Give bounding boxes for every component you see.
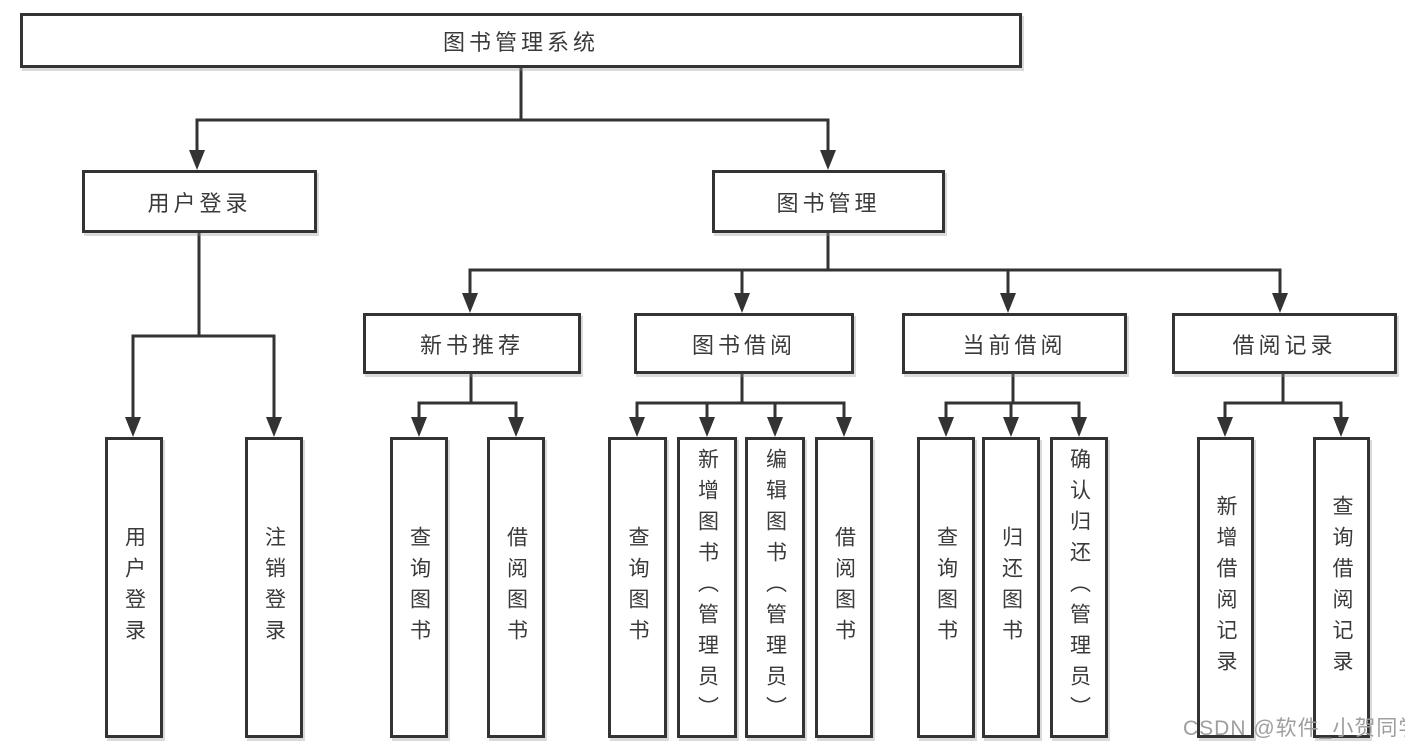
node-book-management: 图书管理 bbox=[712, 170, 945, 233]
node-borrowing-records: 借阅记录 bbox=[1172, 313, 1397, 374]
leaf-query-borrow-record: 查询借阅记录 bbox=[1313, 437, 1370, 738]
leaf-confirm-return-admin: 确认归还（管理员） bbox=[1050, 437, 1108, 738]
leaf-user-login: 用户登录 bbox=[105, 437, 163, 738]
node-label: 图书借阅 bbox=[691, 332, 796, 358]
node-label: 编辑图书（管理员） bbox=[763, 448, 787, 727]
node-label: 新增图书（管理员） bbox=[695, 448, 719, 727]
arrowheads bbox=[125, 150, 1349, 437]
node-label: 确认归还（管理员） bbox=[1067, 448, 1091, 727]
leaf-logout: 注销登录 bbox=[245, 437, 303, 738]
node-label: 新书推荐 bbox=[419, 332, 524, 358]
node-label: 借阅图书 bbox=[832, 525, 856, 650]
leaf-add-borrow-record: 新增借阅记录 bbox=[1197, 437, 1254, 738]
node-label: 用户登录 bbox=[147, 190, 252, 216]
node-new-book-recommend: 新书推荐 bbox=[363, 313, 581, 374]
leaf-query-books-current: 查询图书 bbox=[917, 437, 975, 738]
node-user-login-group: 用户登录 bbox=[82, 170, 317, 233]
leaf-query-books-newbooks: 查询图书 bbox=[390, 437, 448, 738]
node-label: 借阅记录 bbox=[1232, 332, 1337, 358]
node-library-management-system: 图书管理系统 bbox=[20, 13, 1022, 68]
csdn-watermark: CSDN @软件_小贺同学 bbox=[1183, 717, 1405, 740]
node-book-borrowing: 图书借阅 bbox=[634, 313, 854, 374]
node-label: 图书管理系统 bbox=[442, 29, 599, 55]
leaf-edit-book-admin: 编辑图书（管理员） bbox=[745, 437, 805, 738]
leaf-return-books: 归还图书 bbox=[982, 437, 1040, 738]
node-label: 查询借阅记录 bbox=[1330, 494, 1353, 681]
node-label: 新增借阅记录 bbox=[1214, 494, 1237, 681]
leaf-add-book-admin: 新增图书（管理员） bbox=[677, 437, 737, 738]
node-label: 归还图书 bbox=[999, 525, 1023, 650]
node-label: 图书管理 bbox=[776, 190, 881, 216]
node-label: 注销登录 bbox=[262, 525, 286, 650]
leaf-query-books-borrowing: 查询图书 bbox=[608, 437, 667, 738]
node-label: 查询图书 bbox=[934, 525, 958, 650]
node-current-borrowing: 当前借阅 bbox=[902, 313, 1127, 374]
node-label: 用户登录 bbox=[122, 525, 146, 650]
leaf-borrow-books-borrowing: 借阅图书 bbox=[815, 437, 873, 738]
node-label: 查询图书 bbox=[626, 525, 649, 650]
node-label: 查询图书 bbox=[407, 525, 431, 650]
leaf-borrow-books-newbooks: 借阅图书 bbox=[487, 437, 545, 738]
connector-lines bbox=[131, 68, 1343, 419]
node-label: 当前借阅 bbox=[962, 332, 1067, 358]
node-label: 借阅图书 bbox=[504, 525, 528, 650]
